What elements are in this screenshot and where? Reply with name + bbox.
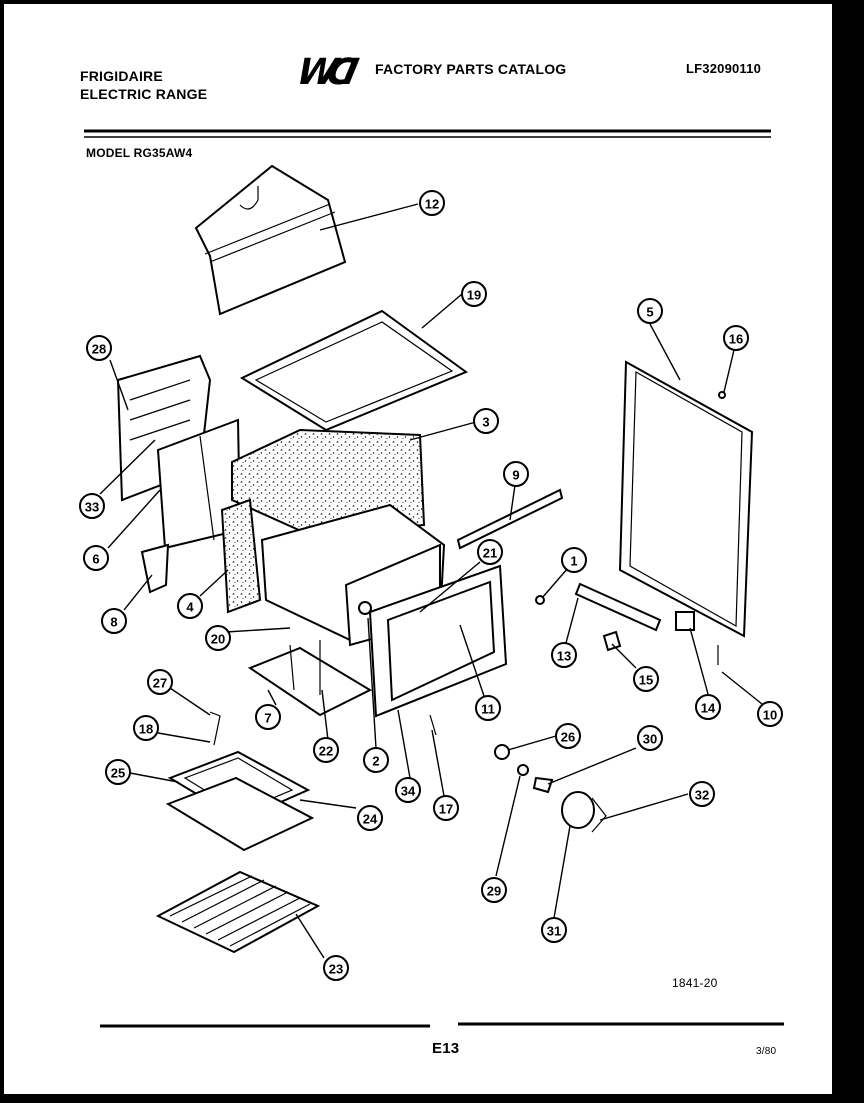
callout-label: 5 [646, 305, 653, 320]
callout-label: 13 [557, 649, 571, 664]
callout-label: 30 [643, 732, 657, 747]
part-15-clip [602, 630, 622, 652]
callout-label: 34 [401, 784, 416, 799]
catalog-title: FACTORY PARTS CATALOG [375, 61, 567, 77]
model-label: MODEL RG35AW4 [86, 146, 193, 160]
callout-label: 12 [425, 197, 439, 212]
callout-5: 5 [637, 298, 663, 324]
callout-17: 17 [433, 795, 459, 821]
callout-3: 3 [473, 408, 499, 434]
callout-label: 19 [467, 288, 481, 303]
part-24-broiler-pan [165, 776, 315, 852]
callout-label: 7 [264, 711, 271, 726]
callout-label: 22 [319, 744, 333, 759]
callout-label: 17 [439, 802, 453, 817]
part-19-top-frame [239, 309, 469, 432]
callout-1: 1 [561, 547, 587, 573]
callout-14: 14 [695, 694, 721, 720]
callout-32: 32 [689, 781, 715, 807]
callout-33: 33 [79, 493, 105, 519]
callout-label: 24 [363, 812, 378, 827]
small-hardware [289, 391, 726, 736]
callout-label: 21 [483, 546, 497, 561]
callout-label: 27 [153, 676, 167, 691]
callout-29: 29 [481, 877, 507, 903]
callout-30: 30 [637, 725, 663, 751]
part-5-side-panel [618, 360, 754, 638]
product-label: ELECTRIC RANGE [80, 86, 208, 102]
callout-6: 6 [83, 545, 109, 571]
callout-label: 6 [92, 552, 99, 567]
callout-label: 20 [211, 632, 225, 647]
callout-label: 11 [481, 702, 495, 717]
callout-23: 23 [323, 955, 349, 981]
callout-label: 31 [547, 924, 561, 939]
callout-label: 29 [487, 884, 501, 899]
callout-13: 13 [551, 642, 577, 668]
callout-label: 32 [695, 788, 709, 803]
callout-4: 4 [177, 593, 203, 619]
callout-19: 19 [461, 281, 487, 307]
wci-logo: WCI [293, 50, 362, 93]
part-12-rear-top-panel [194, 164, 347, 316]
callout-label: 4 [186, 600, 194, 615]
page-label: E13 [432, 1040, 460, 1057]
callout-22: 22 [313, 737, 339, 763]
callout-27: 27 [147, 669, 173, 695]
callout-7: 7 [255, 704, 281, 730]
date-code: 3/80 [756, 1046, 777, 1057]
callout-label: 2 [372, 754, 379, 769]
callout-11: 11 [475, 695, 501, 721]
drawing-number: 1841-20 [672, 976, 718, 990]
callout-12: 12 [419, 190, 445, 216]
callout-label: 3 [482, 415, 489, 430]
leader-lines [99, 203, 763, 959]
callout-9: 9 [503, 461, 529, 487]
callout-25: 25 [105, 759, 131, 785]
callout-20: 20 [205, 625, 231, 651]
svg-text:WCI: WCI [293, 50, 362, 93]
callout-16: 16 [723, 325, 749, 351]
callout-21: 21 [477, 539, 503, 565]
part-7-bottom-panel [247, 646, 373, 717]
callout-label: 25 [111, 766, 125, 781]
callout-31: 31 [541, 917, 567, 943]
callout-15: 15 [633, 666, 659, 692]
callout-label: 26 [561, 730, 575, 745]
callout-label: 16 [729, 332, 743, 347]
callout-label: 14 [701, 701, 716, 716]
callout-10: 10 [757, 701, 783, 727]
callout-label: 8 [110, 615, 117, 630]
part-13-bracket-rail [574, 582, 662, 632]
callout-label: 1 [570, 554, 577, 569]
part-4-side-insulation [220, 498, 262, 614]
part-14-switch [675, 611, 695, 631]
callout-8: 8 [101, 608, 127, 634]
callout-24: 24 [357, 805, 383, 831]
callout-label: 28 [92, 342, 106, 357]
callout-28: 28 [86, 335, 112, 361]
part-31-knob [561, 791, 607, 833]
callout-label: 33 [85, 500, 99, 515]
callout-18: 18 [133, 715, 159, 741]
part-29-spring [517, 764, 529, 776]
part-23-oven-rack [155, 870, 321, 954]
callout-34: 34 [395, 777, 421, 803]
callout-label: 18 [139, 722, 153, 737]
part-27-rack-guide [209, 711, 221, 746]
part-26-bezel [494, 744, 510, 760]
callout-label: 15 [639, 673, 653, 688]
part-34-door-frame [368, 564, 508, 718]
callout-26: 26 [555, 723, 581, 749]
catalog-number: LF32090110 [686, 61, 762, 76]
brand-label: FRIGIDAIRE [80, 68, 163, 84]
callout-label: 23 [329, 962, 343, 977]
part-30-shaft [532, 776, 554, 794]
callout-label: 9 [512, 468, 519, 483]
callout-2: 2 [363, 747, 389, 773]
callout-label: 10 [763, 708, 777, 723]
